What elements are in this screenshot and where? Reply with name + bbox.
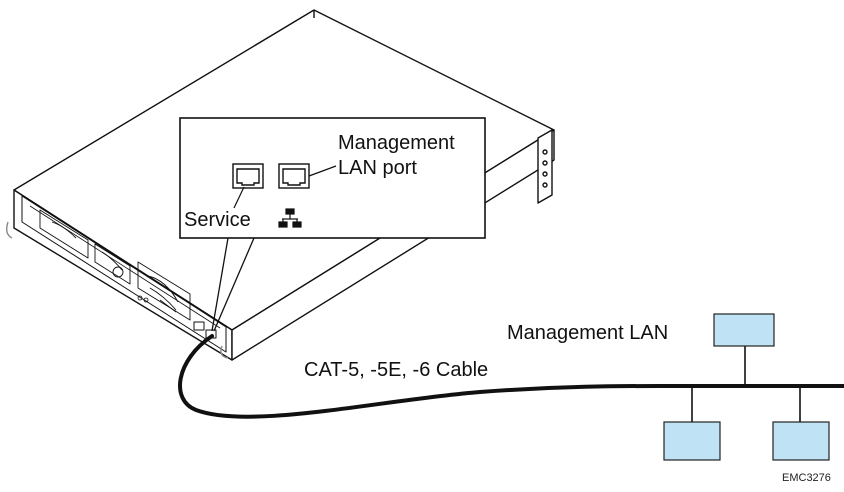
figure-id: EMC3276 xyxy=(782,472,831,484)
management-lan-port-label-line2: LAN port xyxy=(338,157,417,179)
cable-label: CAT-5, -5E, -6 Cable xyxy=(304,359,489,381)
cat-cable xyxy=(178,334,662,419)
service-label: Service xyxy=(184,209,251,231)
network-icon xyxy=(278,208,302,228)
management-leader xyxy=(308,165,337,177)
rack-ear xyxy=(537,129,553,204)
lan-computer-icon xyxy=(772,421,830,461)
service-leader xyxy=(233,186,245,209)
callout-box xyxy=(179,117,486,239)
management-lan xyxy=(660,313,844,461)
lan-computer-icon xyxy=(663,421,721,461)
lan-computer-icon xyxy=(713,313,775,347)
management-lan-label: Management LAN xyxy=(507,322,669,344)
callout xyxy=(179,117,486,332)
service-port-icon xyxy=(232,163,264,189)
service-port-small xyxy=(193,321,205,331)
management-lan-port-label-line1: Management xyxy=(338,132,455,154)
